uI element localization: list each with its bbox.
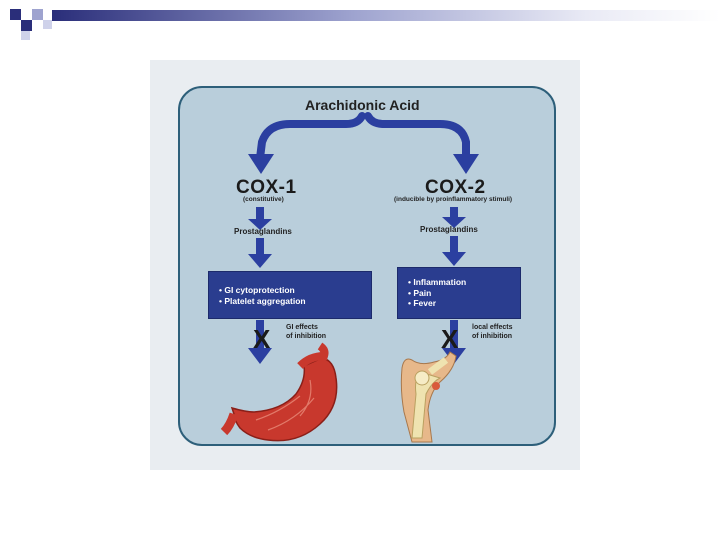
cox1-inhibition-x-mark: X bbox=[253, 324, 271, 354]
cox1-label: COX-1 bbox=[236, 177, 297, 198]
arrowhead-cox2-prostaglandins bbox=[442, 217, 466, 228]
stomach-illustration bbox=[220, 342, 338, 442]
cox1-note: (constitutive) bbox=[243, 196, 284, 203]
cox1-inhibition-note-line: GI effects bbox=[286, 324, 318, 331]
brace-arrow-right bbox=[364, 112, 470, 162]
deco-square bbox=[21, 31, 30, 40]
deco-square bbox=[10, 9, 21, 20]
arrowhead-cox1-prostaglandins bbox=[248, 219, 272, 230]
arrowhead-prostaglandins-box1 bbox=[248, 254, 272, 268]
cox2-inhibition-note: local effects of inhibition bbox=[472, 323, 512, 341]
knee-joint-illustration bbox=[400, 351, 457, 443]
cox2-product-label: Prostaglandins bbox=[420, 225, 478, 234]
slide-header-decoration bbox=[0, 0, 720, 46]
cox2-effect-item: • Pain bbox=[408, 287, 432, 298]
deco-square bbox=[32, 9, 43, 20]
cox2-effect-item: • Fever bbox=[408, 298, 437, 308]
cox2-inhibition-x-mark: X bbox=[441, 324, 459, 354]
arrow-shaft-box2-knee bbox=[450, 320, 458, 350]
arrowhead-box1-stomach bbox=[248, 348, 272, 364]
cox2-effects-box: • Inflammation • Pain • Fever bbox=[397, 267, 521, 319]
deco-square bbox=[21, 20, 32, 31]
brace-arrow-left bbox=[256, 112, 366, 162]
arrow-shaft-prostaglandins-box1 bbox=[256, 238, 264, 256]
cox1-product-label: Prostaglandins bbox=[234, 227, 292, 236]
cox1-effect-item: • GI cytoprotection bbox=[219, 285, 295, 295]
arrowhead-cox1 bbox=[248, 154, 274, 174]
cox1-effect-item: • Platelet aggregation bbox=[219, 295, 306, 306]
arrowhead-cox2 bbox=[453, 154, 479, 174]
arrow-shaft-prostaglandins-box2 bbox=[450, 236, 458, 254]
deco-gradient-bar bbox=[52, 10, 720, 21]
diagram-artwork bbox=[220, 112, 479, 443]
cox1-inhibition-note: GI effects of inhibition bbox=[286, 323, 326, 341]
cox1-effects-box: • GI cytoprotection • Platelet aggregati… bbox=[208, 271, 372, 319]
cox2-inhibition-note-line: of inhibition bbox=[472, 333, 513, 340]
arrow-shaft-cox2-prostaglandins bbox=[450, 207, 458, 219]
arrow-shaft-box1-stomach bbox=[256, 320, 264, 350]
diagram-panel bbox=[178, 86, 556, 446]
cox2-effect-item: • Inflammation bbox=[408, 277, 467, 287]
arrowhead-prostaglandins-box2 bbox=[442, 252, 466, 266]
cox2-label: COX-2 bbox=[425, 177, 486, 198]
arrow-shaft-cox1-prostaglandins bbox=[256, 207, 264, 221]
arachidonic-acid-label: Arachidonic Acid bbox=[305, 97, 420, 113]
cox-pathway-diagram: Arachidonic Acid COX-1 (constitutive) CO… bbox=[150, 60, 580, 470]
cox2-note: (inducible by proinflammatory stimuli) bbox=[394, 196, 513, 203]
deco-square bbox=[43, 20, 52, 29]
cox2-inhibition-note-line: local effects bbox=[472, 324, 513, 331]
cox1-inhibition-note-line: of inhibition bbox=[286, 333, 327, 340]
